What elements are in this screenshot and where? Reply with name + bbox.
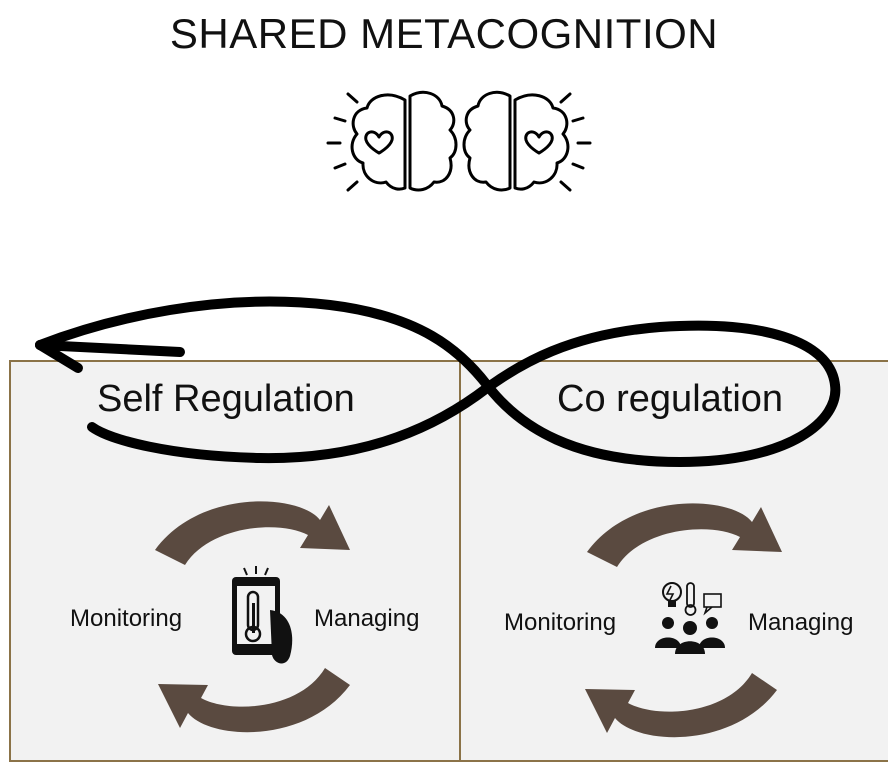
co-regulation-heading: Co regulation — [557, 378, 784, 420]
co-bottom-cycle-arrow — [585, 673, 777, 738]
self-regulation-heading: Self Regulation — [97, 378, 355, 420]
co-managing-label: Managing — [748, 609, 854, 636]
self-monitoring-label: Monitoring — [70, 605, 183, 632]
self-regulation-panel — [9, 360, 461, 762]
page-title: SHARED METACOGNITION — [169, 10, 719, 57]
self-top-cycle-arrow — [155, 501, 350, 565]
self-managing-label: Managing — [314, 605, 420, 632]
self-bottom-cycle-arrow — [158, 668, 350, 733]
co-monitoring-label: Monitoring — [504, 609, 617, 636]
co-top-cycle-arrow — [587, 503, 782, 567]
